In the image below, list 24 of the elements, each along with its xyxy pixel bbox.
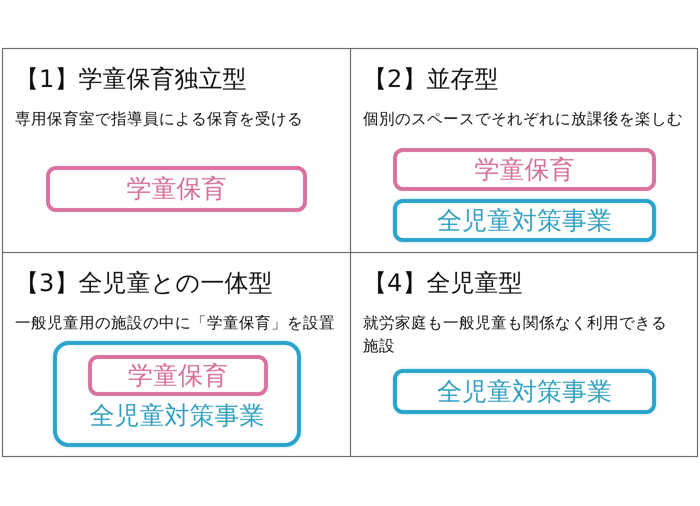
- panel-description: 一般児童用の施設の中に「学童保育」を設置: [15, 313, 336, 334]
- box-label: 学童保育: [126, 174, 226, 204]
- panel-description: 専用保育室で指導員による保育を受ける: [15, 109, 304, 130]
- box-label: 全児童対策事業: [437, 206, 612, 236]
- rounded-box: [88, 355, 268, 396]
- panel: [2, 48, 351, 253]
- panel-heading: 【1】学童保育独立型: [15, 64, 246, 94]
- panel: [2, 252, 351, 457]
- panel-description: 就労家庭も一般児童も関係なく利用できる施設: [363, 313, 668, 357]
- rounded-box: [53, 341, 301, 447]
- box-label: 学童保育: [474, 154, 574, 184]
- panel-description: 個別のスペースでそれぞれに放課後を楽しむ: [363, 109, 684, 130]
- box-label: 全児童対策事業: [90, 401, 264, 431]
- rounded-box: [393, 369, 656, 414]
- box-label: 学童保育: [128, 360, 228, 390]
- box-label: 全児童対策事業: [437, 376, 612, 406]
- panel-heading: 【3】全児童との一体型: [15, 268, 272, 298]
- panel-heading: 【2】並存型: [363, 64, 498, 94]
- rounded-box: [393, 199, 656, 242]
- rounded-box: [393, 148, 656, 191]
- panel: [350, 252, 698, 457]
- panel: [350, 48, 698, 253]
- panel-heading: 【4】全児童型: [363, 268, 522, 298]
- rounded-box: [46, 166, 307, 212]
